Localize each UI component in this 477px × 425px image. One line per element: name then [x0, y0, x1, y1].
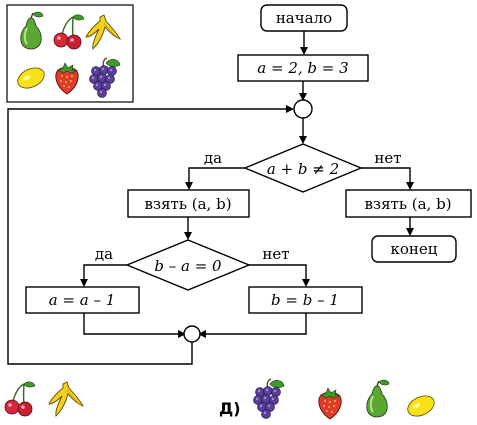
- loop-back-edge: [7, 108, 288, 365]
- arrowhead: [184, 232, 192, 240]
- arrowhead: [300, 47, 308, 55]
- fruit-legend: [6, 4, 134, 103]
- flow-edge: [188, 167, 245, 184]
- start-label: начало: [276, 9, 332, 27]
- take-right-label: взять (a, b): [364, 195, 451, 213]
- assign-a-node: [25, 286, 140, 314]
- strawberry-icon: [318, 387, 342, 420]
- flow-edge: [204, 313, 307, 335]
- banana-icon: [48, 381, 84, 417]
- arrowhead: [302, 279, 310, 287]
- arrowhead: [299, 93, 307, 101]
- answer-option-partial[interactable]: [4, 381, 84, 417]
- condition-1-yes-label: да: [204, 149, 222, 167]
- condition-diamond-1: [243, 143, 363, 193]
- arrowhead: [178, 330, 186, 338]
- pear-icon: [365, 379, 390, 418]
- end-label: конец: [391, 240, 438, 258]
- assign-b-label: b = b – 1: [271, 291, 339, 309]
- arrowhead: [198, 330, 206, 338]
- take-left-label: взять (a, b): [144, 195, 231, 213]
- arrowhead: [286, 105, 294, 113]
- grapes-icon: [252, 378, 285, 420]
- join-circle-top: [293, 99, 313, 119]
- end-node: [371, 235, 457, 263]
- condition-2-no-label: нет: [262, 245, 289, 263]
- flow-edge: [83, 264, 127, 281]
- flow-edge: [83, 313, 180, 335]
- init-label: a = 2, b = 3: [257, 59, 348, 77]
- assign-a-label: a = a – 1: [49, 291, 116, 309]
- condition-1-label: a + b ≠ 2: [267, 160, 339, 178]
- flow-edge: [249, 264, 307, 281]
- take-left-node: [127, 189, 250, 218]
- arrowhead: [80, 279, 88, 287]
- take-right-node: [345, 189, 472, 218]
- condition-2-yes-label: да: [95, 245, 113, 263]
- condition-2-label: b – a = 0: [154, 257, 222, 275]
- assign-b-node: [248, 286, 363, 314]
- answer-option-d[interactable]: Д): [219, 378, 438, 421]
- cherry-icon: [4, 381, 36, 417]
- condition-diamond-2: [125, 239, 251, 291]
- arrowhead: [299, 136, 307, 144]
- lemon-icon: [404, 391, 438, 421]
- arrowhead: [406, 228, 414, 236]
- flow-edge: [361, 167, 411, 184]
- arrowhead: [185, 182, 193, 190]
- answer-option-label: Д): [219, 399, 241, 418]
- arrowhead: [406, 182, 414, 190]
- join-circle-bottom: [183, 325, 201, 343]
- condition-1-no-label: нет: [374, 149, 401, 167]
